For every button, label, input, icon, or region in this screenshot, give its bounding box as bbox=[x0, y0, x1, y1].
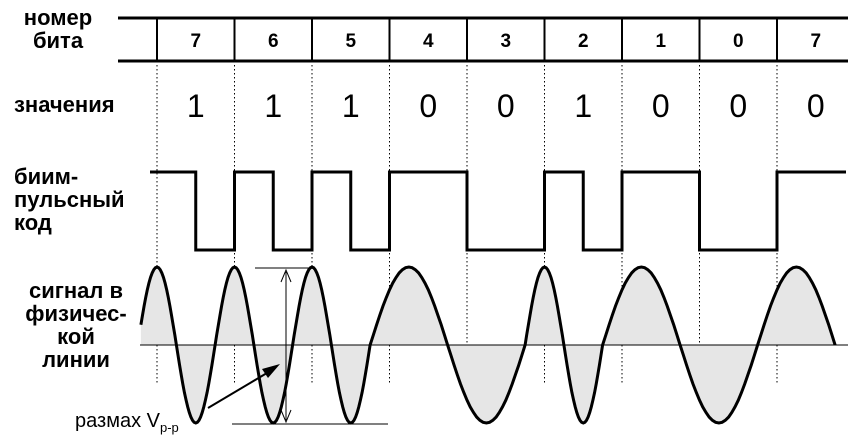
label-biphase-code: биим- пульсный код bbox=[14, 164, 125, 235]
amplitude-symbol: V bbox=[146, 410, 160, 432]
bit-number: 3 bbox=[500, 31, 511, 52]
bit-number-cells: 7 6 5 4 3 2 1 0 7 bbox=[156, 18, 821, 61]
amplitude-word: размах bbox=[75, 410, 142, 432]
amplitude-arrow-down bbox=[280, 409, 292, 424]
bit-value: 1 bbox=[264, 88, 282, 124]
bit-value: 0 bbox=[729, 88, 747, 124]
bit-value: 0 bbox=[807, 88, 825, 124]
label-bit-number: номер бита bbox=[23, 5, 93, 53]
bit-value: 0 bbox=[497, 88, 515, 124]
bit-number: 0 bbox=[733, 31, 744, 52]
bit-number: 6 bbox=[268, 31, 279, 52]
bit-number: 7 bbox=[190, 31, 201, 52]
label-values: значения bbox=[14, 92, 115, 117]
physical-signal-waveform bbox=[139, 265, 837, 425]
amplitude-label: размах Vp-p bbox=[75, 410, 179, 439]
amplitude-pointer-line bbox=[207, 369, 273, 409]
bit-value: 1 bbox=[187, 88, 205, 124]
bit-value: 0 bbox=[652, 88, 670, 124]
bit-value: 1 bbox=[342, 88, 360, 124]
bit-number-header bbox=[118, 16, 848, 63]
bit-number: 2 bbox=[578, 31, 589, 52]
bit-value: 1 bbox=[574, 88, 592, 124]
bit-value: 0 bbox=[419, 88, 437, 124]
amplitude-subscript: p-p bbox=[159, 420, 179, 435]
bit-number: 1 bbox=[655, 31, 666, 52]
amplitude-arrow-up bbox=[280, 268, 292, 283]
amplitude-pointer-arrowhead bbox=[262, 364, 280, 378]
bit-value-row: 1 1 1 0 0 1 0 0 0 bbox=[187, 88, 825, 124]
label-physical-signal: сигнал в физичес- кой линии bbox=[25, 278, 127, 372]
bit-number: 4 bbox=[423, 31, 434, 52]
amplitude-marker bbox=[207, 267, 388, 425]
bit-number: 7 bbox=[810, 31, 821, 52]
bit-number: 5 bbox=[345, 31, 356, 52]
biphase-code-waveform bbox=[150, 170, 846, 252]
signal-curve bbox=[139, 265, 837, 425]
